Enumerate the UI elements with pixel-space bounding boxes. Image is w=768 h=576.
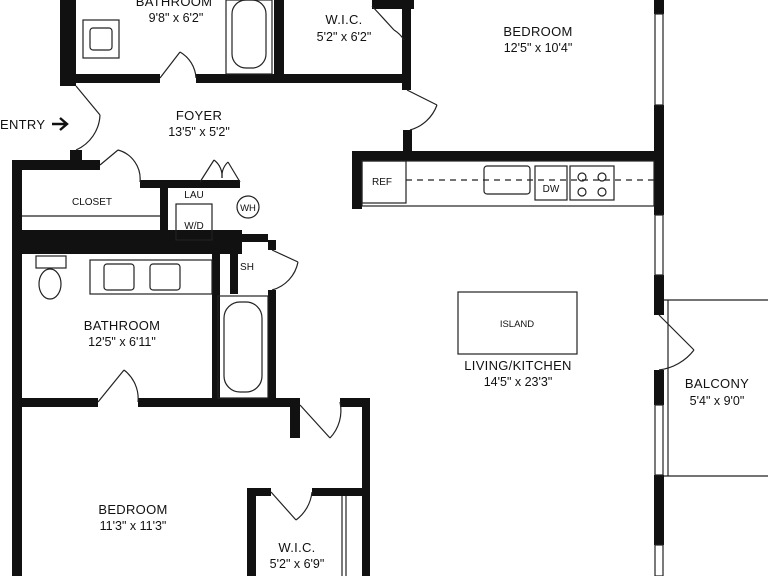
bathtub-main	[217, 295, 269, 399]
wall-closet-bottom	[12, 230, 242, 254]
room-dims-bed-top: 12'5" x 10'4"	[504, 41, 573, 55]
room-name-bath-main: BATHROOM	[84, 318, 161, 333]
wall-bath-wic	[274, 0, 284, 76]
bathtub-basin-icon	[231, 0, 267, 69]
entry-label: ENTRY	[0, 117, 45, 132]
toilet-tank-icon	[35, 255, 67, 269]
washer-dryer	[175, 203, 213, 241]
wall-bed-door-jamb	[290, 398, 300, 438]
refrigerator-label: REF	[372, 177, 392, 188]
wall-tub-left	[212, 294, 220, 400]
closet-label: CLOSET	[72, 197, 112, 208]
wall-right-c	[654, 370, 664, 405]
shower-label: SH	[240, 262, 254, 273]
room-name-bath-top: BATHROOM	[136, 0, 213, 9]
island-label: ISLAND	[500, 319, 534, 330]
room-dims-bed-bottom: 11'3" x 11'3"	[100, 519, 167, 533]
wall-bed-right	[362, 398, 370, 576]
water-heater-label: WH	[240, 203, 256, 214]
room-name-balcony: BALCONY	[685, 376, 749, 391]
wall-wic-top-right	[372, 0, 414, 9]
wall-wic-top-left	[247, 488, 271, 496]
wall-entry-jamb	[70, 150, 82, 162]
sink-icon-right	[149, 263, 181, 291]
wall-bedroom-door-jamb	[403, 130, 412, 160]
wall-bath-vanity-right	[212, 254, 220, 294]
fixtures	[22, 0, 655, 576]
balcony-outline	[664, 299, 768, 477]
dishwasher-label: DW	[543, 184, 560, 195]
room-dims-balcony: 5'4" x 9'0"	[690, 394, 745, 408]
room-name-bed-bottom: BEDROOM	[98, 502, 167, 517]
bathtub-main-basin-icon	[223, 301, 263, 393]
room-dims-wic-bottom: 5'2" x 6'9"	[270, 557, 325, 571]
entry-arrow-icon	[52, 117, 69, 131]
room-dims-bath-top: 9'8" x 6'2"	[149, 11, 204, 25]
wall-tub-right	[268, 290, 276, 400]
windows	[654, 13, 664, 576]
room-name-wic-top: W.I.C.	[325, 12, 362, 27]
wall-bath-bottom-right	[196, 74, 286, 83]
dishwasher	[534, 165, 568, 201]
walls	[12, 0, 664, 576]
range-icon	[569, 165, 615, 201]
wall-bedroom-kitchen	[352, 151, 664, 161]
wall-sh-jamb	[268, 240, 276, 250]
wall-left-main	[12, 160, 22, 576]
wall-wic-top-right	[312, 488, 362, 496]
wall-closet-top-b	[140, 180, 240, 188]
wall-bath-bottom-b	[138, 398, 298, 407]
water-heater-icon	[236, 195, 260, 219]
doors	[75, 5, 695, 521]
vanity-main	[89, 259, 213, 295]
room-name-foyer: FOYER	[176, 108, 222, 123]
laundry-label: LAU	[184, 190, 203, 201]
wall-sh-left	[230, 234, 238, 294]
room-dims-living: 14'5" x 23'3"	[484, 375, 553, 389]
wall-bath-bottom-left	[76, 74, 160, 83]
wall-left-top	[60, 0, 76, 86]
bathtub-top	[225, 0, 273, 75]
room-dims-bath-main: 12'5" x 6'11"	[88, 335, 156, 349]
wall-sh-top	[228, 234, 268, 242]
room-dims-wic-top: 5'2" x 6'2"	[317, 30, 372, 44]
toilet-bowl-icon	[38, 268, 62, 300]
wall-right-b	[654, 275, 664, 315]
room-name-living: LIVING/KITCHEN	[464, 358, 572, 373]
room-name-wic-bottom: W.I.C.	[278, 540, 315, 555]
room-name-bed-top: BEDROOM	[503, 24, 572, 39]
sink-icon-left	[103, 263, 135, 291]
refrigerator	[361, 160, 407, 204]
wall-right-d	[654, 475, 664, 545]
wall-bed-top-right	[340, 398, 370, 407]
washer-dryer-label: W/D	[184, 221, 203, 232]
vanity-top	[82, 19, 120, 59]
wall-closet-top-a	[12, 160, 100, 170]
wall-laundry-left	[160, 180, 168, 240]
wall-wic-left	[247, 488, 256, 576]
wall-wic-bottom	[284, 74, 404, 83]
wall-right-a	[654, 105, 664, 215]
wall-right-top	[654, 0, 664, 14]
wall-ref-left	[352, 151, 362, 209]
wall-bath-bottom-a	[12, 398, 98, 407]
island-counter	[457, 291, 578, 355]
wall-bedroom-left	[402, 0, 411, 90]
sink-icon	[89, 27, 113, 51]
room-dims-foyer: 13'5" x 5'2"	[168, 125, 230, 139]
